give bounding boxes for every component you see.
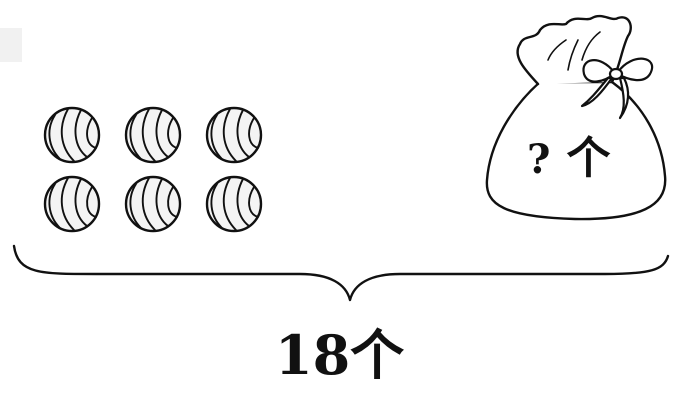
total-count-label: 18个 bbox=[275, 323, 435, 387]
striped-ball-icon bbox=[126, 108, 180, 162]
balls-group bbox=[45, 108, 261, 231]
striped-ball-icon bbox=[207, 108, 261, 162]
striped-ball-icon bbox=[207, 177, 261, 231]
striped-ball-icon bbox=[45, 108, 99, 162]
striped-ball-icon bbox=[126, 177, 180, 231]
unknown-symbol: ? bbox=[527, 125, 550, 195]
curly-brace-underline bbox=[14, 246, 668, 300]
striped-ball-icon bbox=[45, 177, 99, 231]
total-unit: 个 bbox=[350, 323, 404, 387]
bag-count-label: ?个 bbox=[527, 124, 647, 194]
total-value: 18 bbox=[275, 323, 350, 387]
bag-unit: 个 bbox=[566, 124, 610, 194]
